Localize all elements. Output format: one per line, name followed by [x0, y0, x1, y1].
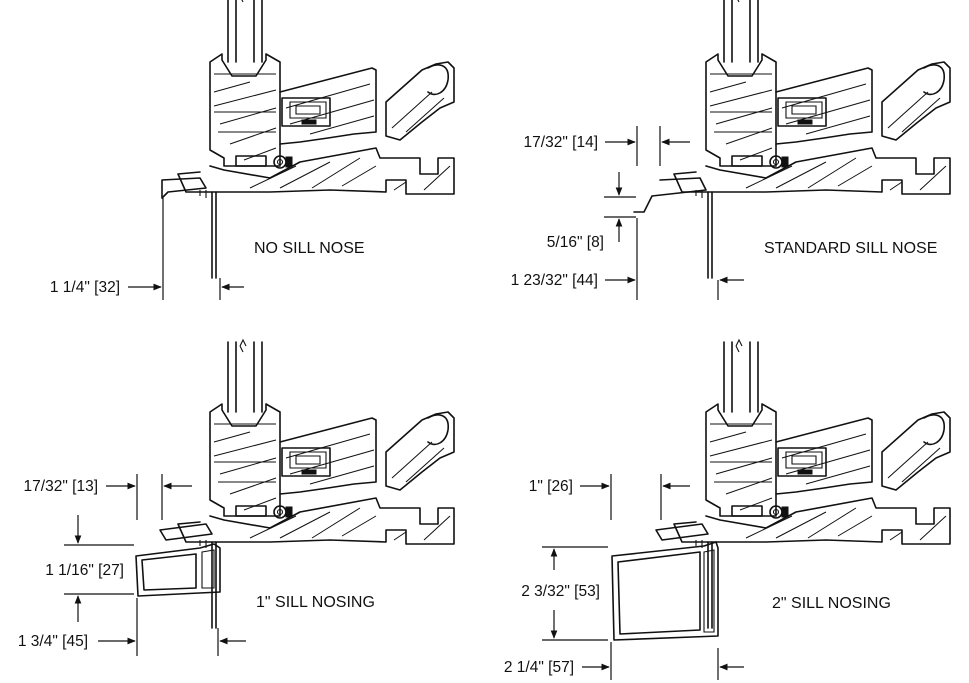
caption-standard-sill-nose: STANDARD SILL NOSE: [764, 240, 937, 257]
dim-height-standard: 5/16" [8]: [547, 234, 604, 251]
dim-projection-1in: 17/32" [13]: [24, 478, 98, 495]
dim-projection-2in: 1" [26]: [529, 478, 573, 495]
dim-height-2in: 2 3/32" [53]: [521, 583, 600, 600]
dim-projection-standard: 17/32" [14]: [524, 134, 598, 151]
caption-1in-sill-nosing: 1" SILL NOSING: [256, 594, 375, 611]
dim-width-no-nose: 1 1/4" [32]: [50, 279, 120, 296]
caption-no-sill-nose: NO SILL NOSE: [254, 240, 365, 257]
dim-width-2in: 2 1/4" [57]: [504, 659, 574, 676]
panel-no-sill-nose: 1 1/4" [32] NO SILL NOSE: [50, 0, 455, 300]
dim-width-1in: 1 3/4" [45]: [18, 633, 88, 650]
panel-1in-sill-nosing: 17/32" [13] 1 1/16" [27] 1 3/4" [45] 1" …: [18, 339, 455, 656]
dim-height-1in: 1 1/16" [27]: [45, 562, 124, 579]
caption-2in-sill-nosing: 2" SILL NOSING: [772, 595, 891, 612]
panel-2in-sill-nosing: 1" [26] 2 3/32" [53] 2 1/4" [57] 2" SILL…: [504, 339, 951, 680]
dim-width-standard: 1 23/32" [44]: [511, 272, 598, 289]
panel-standard-sill-nose: 17/32" [14] 5/16" [8] 1 23/32" [44] STAN…: [511, 0, 951, 300]
